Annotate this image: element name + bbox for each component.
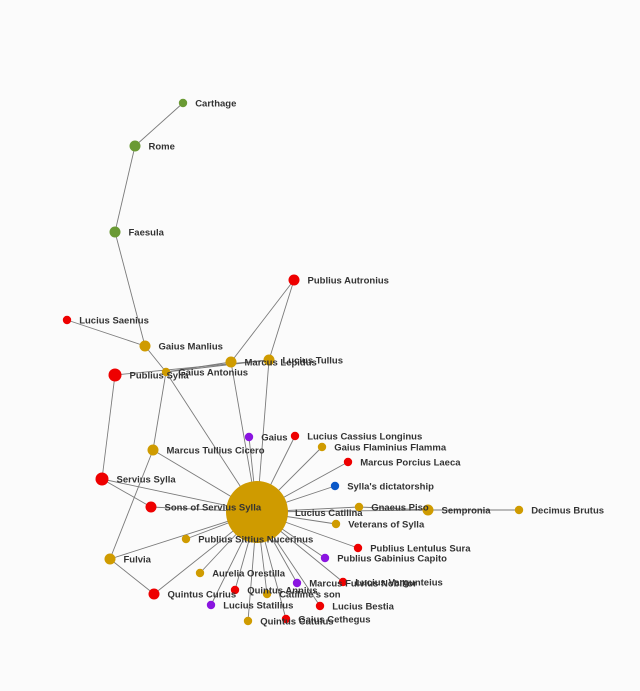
node-flamma[interactable] [317, 442, 327, 452]
node-label-piso: Gnaeus Piso [371, 503, 429, 514]
node-label-cato: Quintus Catulus [260, 617, 333, 628]
node-label-faesula: Faesula [129, 228, 165, 239]
node-label-lepidus: Marcus Lepidus [245, 358, 317, 369]
edge-autronius-tullus [268, 279, 295, 361]
node-label-tullus: Lucius Tullus [283, 356, 344, 367]
edge-saenius-manlius [66, 319, 146, 347]
node-autronius[interactable] [288, 274, 300, 286]
node-label-carthage: Carthage [195, 99, 236, 110]
node-label-statilius: Lucius Statilius [223, 601, 293, 612]
node-servius[interactable] [95, 472, 109, 486]
node-tullus[interactable] [263, 354, 275, 366]
node-label-curius: Quintus Curius [168, 590, 237, 601]
node-label-son: Catiline's son [279, 590, 341, 601]
node-longinus[interactable] [290, 431, 300, 441]
node-label-annius: Quintus Annius [247, 586, 317, 597]
node-label-flamma: Gaius Flaminius Flamma [334, 443, 447, 454]
node-sempronia[interactable] [422, 504, 434, 516]
node-nucerinus[interactable] [181, 534, 191, 544]
node-laeca[interactable] [343, 457, 353, 467]
node-label-vargunteius: Lucius Vargunteius [355, 578, 443, 589]
node-label-rome: Rome [149, 142, 175, 153]
node-curius[interactable] [148, 588, 160, 600]
node-dictatorship[interactable] [330, 481, 340, 491]
node-orestilla[interactable] [195, 568, 205, 578]
node-label-nobilior: Marcus Fulvius Nobilior [309, 579, 417, 590]
node-pubsylla[interactable] [108, 368, 122, 382]
node-son[interactable] [262, 589, 272, 599]
node-vargunteius[interactable] [338, 577, 348, 587]
node-lepidus[interactable] [225, 356, 237, 368]
node-label-servius: Servius Sylla [117, 475, 177, 486]
node-label-autronius: Publius Autronius [308, 276, 389, 287]
node-nobilior[interactable] [292, 578, 302, 588]
node-label-veterans: Veterans of Sylla [348, 520, 425, 531]
node-label-orestilla: Aurelia Orestilla [212, 569, 286, 580]
node-sons[interactable] [145, 501, 157, 513]
node-label-cicero: Marcus Tullius Cicero [167, 446, 265, 457]
node-label-sura: Publius Lentulus Sura [370, 544, 471, 555]
node-capito[interactable] [320, 553, 330, 563]
edge-cicero-fulvia [109, 449, 154, 560]
edge-faesula-manlius [114, 231, 146, 347]
node-piso[interactable] [354, 502, 364, 512]
labels-layer: Lucius Catilina CarthageRomeFaesulaPubliu… [79, 99, 604, 628]
edge-antonius-cicero [152, 371, 167, 451]
node-cethegus[interactable] [281, 614, 291, 624]
node-brutus[interactable] [514, 505, 524, 515]
node-label-sempronia: Sempronia [442, 506, 492, 517]
node-cicero[interactable] [147, 444, 159, 456]
node-label-cethegus: Gaius Cethegus [298, 615, 370, 626]
node-carthage[interactable] [178, 98, 188, 108]
node-label-pubsylla: Publius Sylla [130, 371, 190, 382]
node-label-brutus: Decimus Brutus [531, 506, 604, 517]
edge-autronius-lepidus [230, 279, 295, 363]
node-label-longinus: Lucius Cassius Longinus [307, 432, 422, 443]
edge-fulvia-curius [109, 558, 155, 595]
node-label-manlius: Gaius Manlius [159, 342, 223, 353]
node-antonius[interactable] [161, 367, 171, 377]
edge-piso-sempronia [358, 506, 429, 511]
node-sura[interactable] [353, 543, 363, 553]
edge-pubsylla-servius [101, 374, 116, 480]
node-label-catiline: Lucius Catilina [295, 508, 363, 519]
node-bestia[interactable] [315, 601, 325, 611]
edge-carthage-rome [134, 102, 184, 147]
edge-manlius-antonius [144, 345, 167, 373]
node-label-nucerinus: Publius Sittius Nucerinus [198, 535, 313, 546]
node-label-laeca: Marcus Porcius Laeca [360, 458, 461, 469]
node-catiline[interactable] [226, 481, 288, 543]
node-label-antonius: Gaius Antonius [178, 368, 248, 379]
node-gaius[interactable] [244, 432, 254, 442]
node-fulvia[interactable] [104, 553, 116, 565]
node-cato[interactable] [243, 616, 253, 626]
node-annius[interactable] [230, 585, 240, 595]
node-label-sons: Sons of Servius Sylla [165, 503, 262, 514]
node-label-capito: Publius Gabinius Capito [337, 554, 447, 565]
node-label-bestia: Lucius Bestia [332, 602, 394, 613]
node-label-saenius: Lucius Saenius [79, 316, 149, 327]
node-veterans[interactable] [331, 519, 341, 529]
node-faesula[interactable] [109, 226, 121, 238]
edge-rome-faesula [114, 145, 136, 233]
node-saenius[interactable] [62, 315, 72, 325]
node-manlius[interactable] [139, 340, 151, 352]
node-rome[interactable] [129, 140, 141, 152]
edge-pubsylla-tullus [114, 359, 270, 376]
edge-servius-sons [101, 478, 152, 508]
nodes-layer [62, 98, 524, 626]
node-label-fulvia: Fulvia [124, 555, 152, 566]
node-label-dictatorship: Sylla's dictatorship [347, 482, 434, 493]
node-label-gaius: Gaius [261, 433, 287, 444]
node-statilius[interactable] [206, 600, 216, 610]
